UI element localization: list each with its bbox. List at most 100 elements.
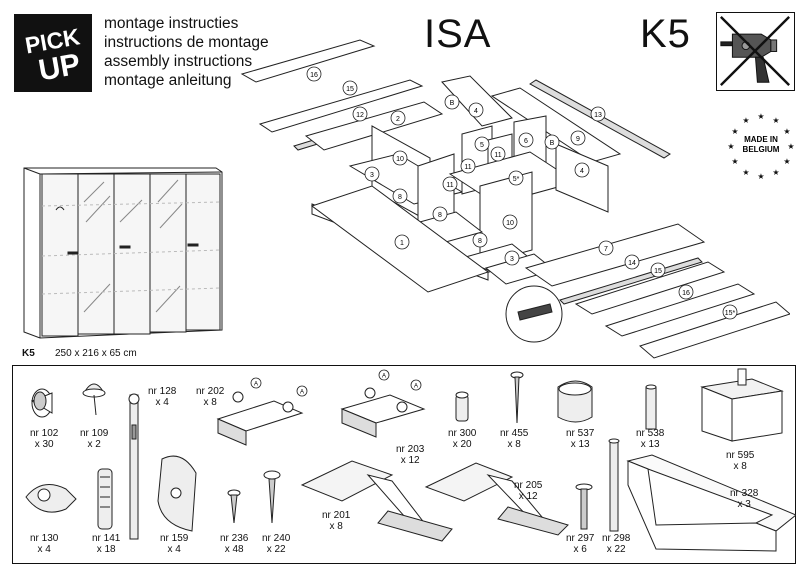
part-label-circle [432,206,448,222]
part-label-circle [490,146,506,162]
wardrobe-illustration [23,167,223,339]
hardware-parts-box [12,365,796,564]
badge-line2: BELGIUM [743,145,780,154]
part-label-number: 10 [506,220,514,227]
part-203-plate-icon [340,387,426,438]
part-label-number: 15* [725,310,736,317]
part-label-number: B [550,140,555,147]
title-en: assembly instructions [104,53,253,70]
part-297-bolt-icon [575,483,593,530]
part-label-number: 3 [510,256,514,263]
star-icon: ★ [787,142,794,151]
part-label-circle [678,284,694,300]
part-label-circle [394,234,410,250]
part-label-circle [722,304,738,320]
part-109-pin-icon [82,383,106,416]
wardrobe-code: K5 [22,348,35,359]
part-label-circle [392,188,408,204]
star-icon: ★ [742,168,749,177]
part-label-circle [306,66,322,82]
title-de: montage anleitung [104,72,232,89]
part-label-circle [444,94,460,110]
part-label-number: 13 [594,112,602,119]
part-label-circle [574,162,590,178]
part-label-number: 11 [494,152,501,159]
panel-2 [304,101,444,151]
star-icon: ★ [731,157,738,166]
hinge-marker-circle [250,377,262,389]
part-label-circle [392,150,408,166]
star-icon: ★ [772,168,779,177]
star-icon: ★ [757,172,764,180]
part-159-support-icon [157,455,197,532]
part-label-circle [474,136,490,152]
part-label-number: 9 [576,136,580,143]
part-102-cam-icon [30,388,53,418]
part-label-number: 5* [513,176,520,183]
part-label-circle [364,166,380,182]
part-label-circle [460,158,476,174]
part-label-number: 12 [356,112,364,119]
part-328-handle-icon [626,454,796,552]
part-label-number: 15 [654,268,662,275]
hinge-marker-label: A [414,384,418,390]
part-label-number: 5 [480,142,484,149]
pick-up-logo: PICK UP [14,14,92,92]
part-128-rod-icon [128,393,140,540]
hinge-marker-label: A [254,382,258,388]
part-label-number: 4 [580,168,584,175]
star-icon: ★ [783,157,790,166]
part-label-circle [342,80,358,96]
panel-15-b [574,261,726,315]
part-label-circle [390,110,406,126]
part-label-number: 4 [474,108,478,115]
part-label-number: 15 [346,86,354,93]
part-label-number: 16 [310,72,318,79]
part-201-hinge-icon [300,460,453,542]
part-label-number: 7 [604,246,608,253]
panel-7 [524,223,706,287]
made-in-belgium-badge: ★★★★★★★★★★★★ MADE IN BELGIUM [725,108,797,181]
part-label-number: 16 [682,290,690,297]
part-label-number: 8 [398,194,402,201]
part-label-circle [504,250,520,266]
part-300-connector-icon [455,391,469,422]
part-label-circle [442,176,458,192]
panel-15 [258,79,424,133]
title-nl: montage instructies [104,15,239,32]
part-538-bolt-icon [645,384,657,430]
model-name: ISA [424,12,492,56]
badge-line1: MADE IN [744,135,778,144]
part-label-circle [472,232,488,248]
part-label-number: 8 [478,238,482,245]
part-label-number: 14 [628,260,636,267]
model-code: K5 [640,12,691,56]
no-drill-icon [716,12,795,91]
part-label-number: 6 [524,138,528,145]
panel-4-top [441,75,513,127]
part-label-circle [650,262,666,278]
part-label-circle [544,134,560,150]
panel-16-b [604,283,756,337]
panel-4-right [555,143,609,213]
star-icon: ★ [783,127,790,136]
part-label-circle [570,130,586,146]
part-595-foot-icon [700,368,784,442]
part-label-number: 11 [446,182,453,189]
